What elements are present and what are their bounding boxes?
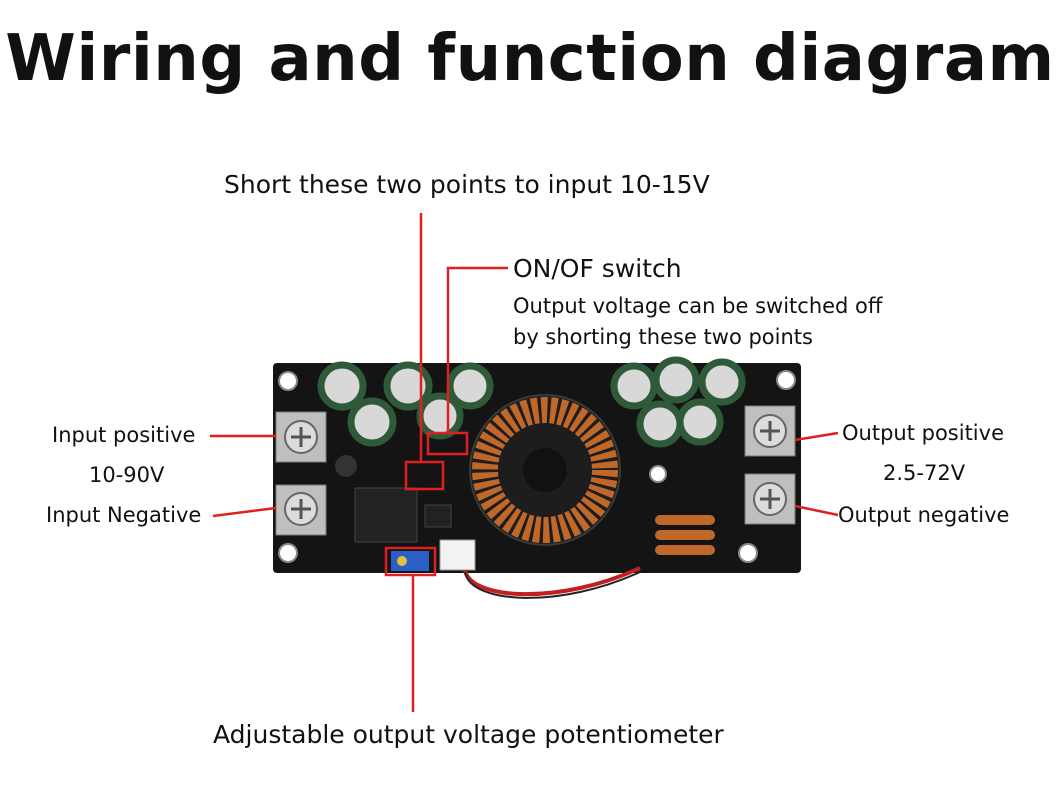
- onoff-description-line1: Output voltage can be switched off: [513, 294, 883, 318]
- potentiometer: [391, 551, 429, 571]
- onoff-switch-title: ON/OF switch: [513, 254, 682, 283]
- output-negative-label: Output negative: [838, 503, 1010, 527]
- input-range-label: 10-90V: [89, 463, 165, 487]
- fan-wire: [463, 566, 641, 597]
- onoff-description-line2: by shorting these two points: [513, 325, 813, 349]
- capacitors: [317, 356, 746, 448]
- output-positive-terminal: [744, 405, 796, 457]
- input-positive-terminal: [275, 411, 327, 463]
- ic-chips: [335, 455, 452, 543]
- output-range-label: 2.5-72V: [883, 461, 966, 485]
- callout-lines: [210, 213, 839, 712]
- heat-coils: [655, 515, 715, 555]
- diagram-title: Wiring and function diagram: [5, 22, 1055, 96]
- toroid-inductor: [469, 394, 621, 546]
- fan-connector: [439, 539, 476, 571]
- input-negative-label: Input Negative: [46, 503, 202, 527]
- potentiometer-label: Adjustable output voltage potentiometer: [213, 720, 724, 749]
- input-negative-terminal: [275, 484, 327, 536]
- input-positive-label: Input positive: [52, 423, 196, 447]
- output-negative-terminal: [744, 473, 796, 525]
- fan-wire-black: [464, 571, 641, 599]
- output-positive-label: Output positive: [842, 421, 1004, 445]
- short-points-label: Short these two points to input 10-15V: [224, 170, 710, 199]
